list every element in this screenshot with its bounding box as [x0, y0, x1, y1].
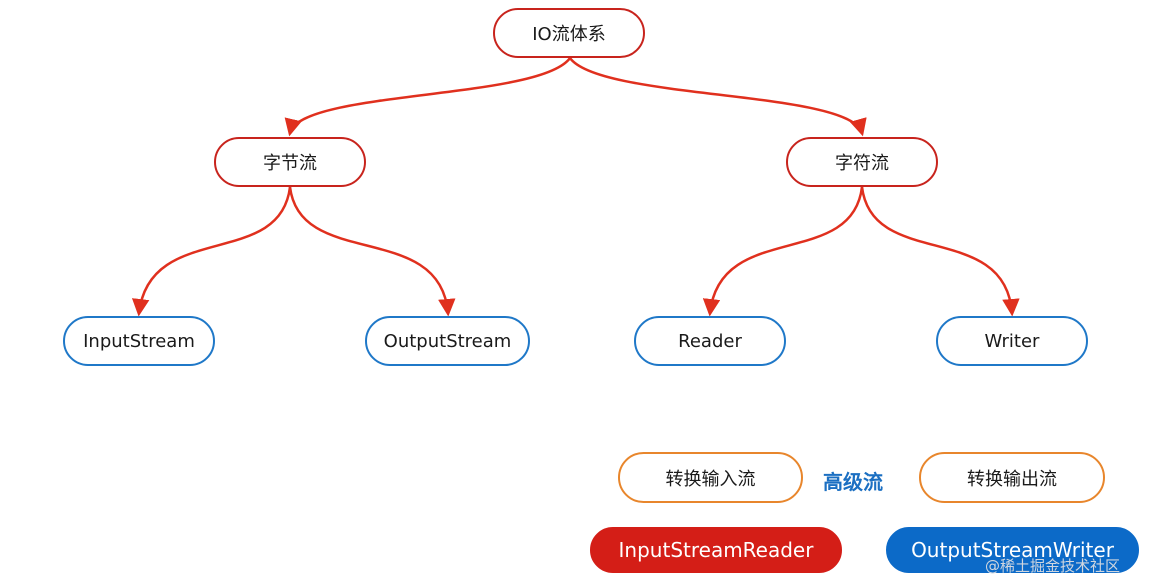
- edge-byte-to-output: [288, 186, 456, 317]
- outputstreamwriter-node: OutputStreamWriter: [886, 527, 1139, 573]
- convert-input-node: 转换输入流: [618, 452, 803, 503]
- reader-node: Reader: [634, 316, 786, 366]
- convert-output-node: 转换输出流: [919, 452, 1105, 503]
- root-node: IO流体系: [493, 8, 645, 58]
- advanced-stream-label: 高级流: [823, 470, 883, 494]
- edge-char-to-writer: [860, 186, 1020, 317]
- edge-root-to-char: [568, 57, 867, 137]
- char-stream-node: 字符流: [786, 137, 938, 187]
- watermark-text: @稀土掘金技术社区: [985, 557, 1121, 575]
- writer-node: Writer: [936, 316, 1088, 366]
- edge-char-to-reader: [702, 186, 864, 317]
- outputstream-node: OutputStream: [365, 316, 530, 366]
- byte-stream-node: 字节流: [214, 137, 366, 187]
- edge-root-to-byte: [284, 57, 572, 137]
- edge-byte-to-input: [131, 186, 292, 317]
- inputstream-node: InputStream: [63, 316, 215, 366]
- inputstreamreader-node: InputStreamReader: [590, 527, 842, 573]
